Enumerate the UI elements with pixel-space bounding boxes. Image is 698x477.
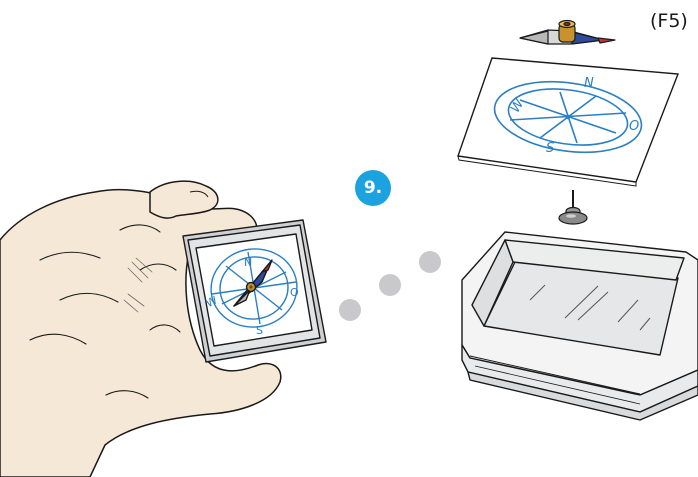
step-number-badge: 9. [355,170,391,206]
box-label-west: W [204,294,219,310]
dot-3 [419,251,441,273]
compass-paper-card: N W S O [457,57,679,187]
progress-dots [339,251,441,321]
compass-box: N W S O [182,219,327,363]
plastic-box [461,231,698,421]
card-label-south: S [546,141,554,156]
pin-icon [558,190,588,225]
card-label-east: O [629,119,639,134]
compass-needle-icon [519,19,616,45]
box-label-north: N [244,256,252,269]
figure-label: (F5) [650,10,688,32]
thumb [149,180,219,219]
box-label-south: S [256,324,263,337]
dot-1 [339,299,361,321]
hand [0,188,282,477]
dot-2 [379,274,401,296]
card-label-north: N [584,76,594,91]
box-label-east: O [290,286,299,299]
